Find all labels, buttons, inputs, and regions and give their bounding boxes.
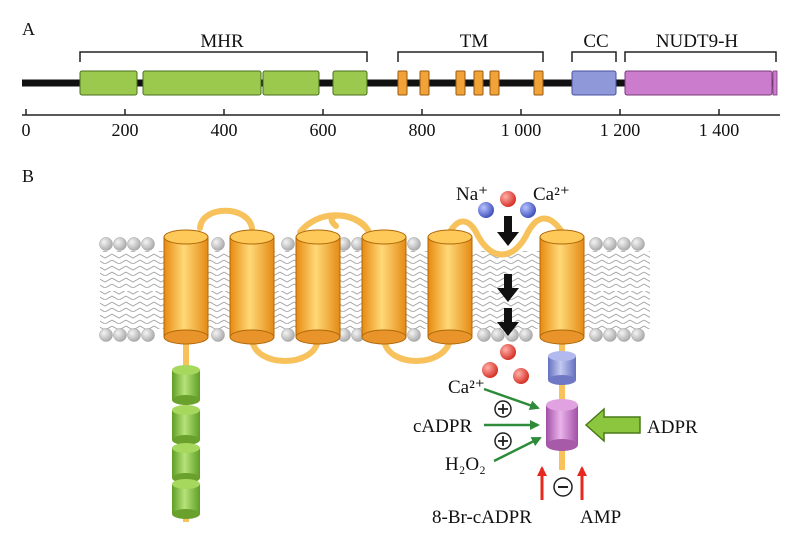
lipid-head <box>281 328 295 342</box>
tick-label: 1 000 <box>501 120 542 140</box>
mhr-cylinder <box>172 405 200 445</box>
nudt9h-domain-block <box>624 70 773 96</box>
lipid-head <box>99 237 113 251</box>
calcium-ion-icon <box>520 202 536 218</box>
helix-s4 <box>361 229 407 345</box>
lipid-head <box>519 328 533 342</box>
helix-s3 <box>295 229 341 345</box>
panel-a-label: A <box>22 19 35 39</box>
mhr-cylinder <box>172 479 200 519</box>
position-axis <box>22 109 780 116</box>
tick-label: 1 400 <box>699 120 740 140</box>
domain-label-cc: CC <box>583 31 608 52</box>
calcium-label: Ca²⁺ <box>533 184 570 205</box>
nudt9h-domain-cylinder <box>546 399 578 451</box>
calcium-activation-arrow <box>483 387 540 411</box>
cation-icon <box>513 368 529 384</box>
cc-domain-block <box>571 70 617 96</box>
sodium-ion-icon <box>500 191 516 207</box>
lipid-head <box>127 237 141 251</box>
minus-circle-icon <box>553 477 573 497</box>
tick-label: 600 <box>310 120 337 140</box>
lipid-head <box>211 237 225 251</box>
lipid-head <box>491 328 505 342</box>
cation-icon <box>500 344 516 360</box>
lipid-head <box>407 328 421 342</box>
domain-label-nudt9h: NUDT9-H <box>656 31 739 52</box>
plus-circle-icon <box>494 432 512 450</box>
lipid-heads-inner <box>99 328 645 342</box>
domain-brackets <box>79 51 777 62</box>
domain-label-mhr: MHR <box>200 31 244 52</box>
lipid-head <box>113 237 127 251</box>
amp-label: AMP <box>580 507 621 528</box>
lipid-head <box>141 237 155 251</box>
tick-label: 800 <box>409 120 436 140</box>
lipid-head <box>113 328 127 342</box>
lipid-head <box>617 237 631 251</box>
mhr-domain-blocks <box>79 70 368 96</box>
tm-domain-blocks <box>397 70 544 96</box>
domain-label-tm: TM <box>460 31 489 52</box>
lipid-head <box>589 328 603 342</box>
intracellular-loops <box>249 337 453 364</box>
sodium-label: Na⁺ <box>456 184 488 205</box>
mhr-domain-cylinders <box>172 365 200 519</box>
lipid-heads-outer <box>99 237 645 251</box>
lipid-head <box>603 237 617 251</box>
mhr-cylinder <box>172 443 200 483</box>
calcium-ion-icon <box>478 202 494 218</box>
lipid-head <box>281 237 295 251</box>
activator-arrows <box>483 387 542 463</box>
down-arrow-icon <box>497 274 519 302</box>
helix-s2 <box>229 229 275 345</box>
helix-s5 <box>427 229 473 345</box>
adpr-binding-arrow-icon <box>584 407 641 443</box>
lipid-head <box>477 328 491 342</box>
down-arrow-icon <box>497 308 519 336</box>
helix-s6 <box>539 229 585 345</box>
lipid-head <box>99 328 113 342</box>
lipid-head <box>141 328 155 342</box>
lipid-head <box>603 328 617 342</box>
down-arrow-icon <box>497 216 519 246</box>
cation-icon <box>482 362 498 378</box>
tick-label: 0 <box>22 120 31 140</box>
helix-s1 <box>163 229 209 345</box>
tick-label: 400 <box>211 120 238 140</box>
plus-circle-icon <box>494 400 512 418</box>
lipid-head <box>211 328 225 342</box>
transmembrane-helices <box>163 229 585 345</box>
adpr-label: ADPR <box>647 417 698 438</box>
lipid-head <box>631 328 645 342</box>
br-cadpr-label: 8-Br-cADPR <box>432 507 532 528</box>
h2o2-activator-label: H₂O₂ <box>445 454 486 475</box>
inhibitor-arrows <box>537 466 587 500</box>
calcium-activator-label: Ca²⁺ <box>448 377 485 398</box>
nudt9h-domain-tail <box>772 70 778 96</box>
tick-label: 1 200 <box>600 120 641 140</box>
ion-flux-arrows <box>497 216 519 336</box>
mhr-cylinder <box>172 365 200 405</box>
lipid-head <box>589 237 603 251</box>
h2o2-activation-arrow <box>493 436 542 463</box>
panel-b-label: B <box>22 166 34 186</box>
lipid-head <box>617 328 631 342</box>
cadpr-activator-label: cADPR <box>413 416 472 437</box>
tick-label: 200 <box>112 120 139 140</box>
lipid-head <box>127 328 141 342</box>
lipid-head <box>407 237 421 251</box>
cc-domain-cylinder <box>548 351 576 385</box>
lipid-head <box>631 237 645 251</box>
